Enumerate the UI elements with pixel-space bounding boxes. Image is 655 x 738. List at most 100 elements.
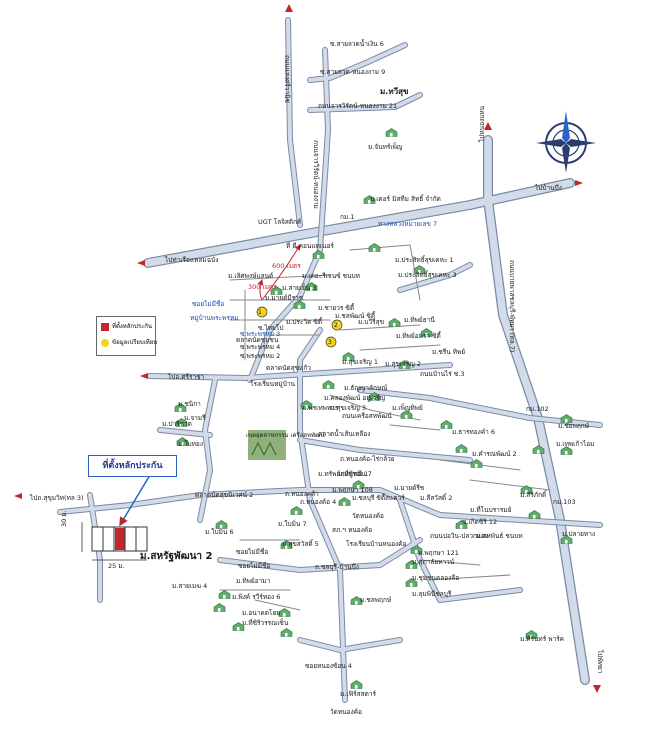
factory-label: เขตอุตสาหกรรม เครือสหพัฒน์ (246, 432, 325, 439)
numbered-points (256, 306, 343, 348)
place-label: ม.ใบมิ่น 6 (205, 528, 234, 536)
place-label: ม.มายด์รีช (394, 484, 425, 492)
road-label-sangsri: ถนนแสงศรีวานิช (283, 55, 291, 103)
soi-label: ซ.พระพรหม 4 (240, 343, 281, 351)
north-arrow-icon (536, 111, 596, 173)
temple-label: วัดหนองค้อ (330, 708, 362, 716)
house-icon (368, 392, 381, 401)
place-label: ม.พรเทพหาร (302, 404, 339, 412)
place-label: ม.เลิศพงษ์แลนด์ (228, 272, 274, 280)
soi-label: ซอยไม่มีชื่อ (238, 562, 271, 570)
place-label: ม.ใบมิ่น 7 (278, 520, 307, 528)
house-icon (400, 410, 413, 419)
house-icon (560, 535, 573, 544)
km103-label: กม.103 (553, 498, 576, 506)
soi-label: ซอยหนองซ้อน 4 (305, 662, 352, 670)
place-label: ม.สุขเจริญ 1 (342, 358, 379, 366)
house-icon (413, 265, 426, 274)
soi-label: ซอยไม่มีชื่อ (192, 300, 225, 308)
house-icon (300, 400, 313, 409)
place-label: ม.สุขเจริญ 3 (330, 404, 367, 412)
road-label-highway-7: ทางหลวงหมายเลข 7 (378, 220, 438, 228)
distance-lines (257, 244, 301, 301)
house-icon (342, 352, 355, 361)
place-label: ม.ปลายทาง (562, 530, 596, 538)
house-icon (470, 459, 483, 468)
place-label: ม.สายเย็น 3 (282, 284, 317, 292)
school-label: โรงเรียนหมู่บ้าน (250, 380, 295, 388)
house-icon (280, 540, 293, 549)
place-label: ม.เพ็ญทิพย์ (392, 404, 423, 412)
road-label-sai-1: ถนนบ้านไร่ ซ.3 (420, 370, 465, 378)
house-icon (174, 403, 187, 412)
place-label: ม.พฤกษา 108 (332, 486, 373, 494)
house-icon (322, 380, 335, 389)
house-icon (352, 480, 365, 489)
house-icon (290, 506, 303, 515)
market-label-2: ตลาดนัดชุมชน (236, 336, 279, 344)
road-network (57, 17, 603, 703)
house-icon (528, 510, 541, 519)
place-label: ม.ทิพย์ธานี (404, 316, 435, 324)
place-label: ม.ที่โนบรารมย์ (470, 506, 512, 514)
road-label-bypass: ถนนบายพาสชลบุรี-พัทยา (ทล.7) (508, 260, 516, 353)
place-label: ม.ธารทองคำ 6 (452, 428, 496, 436)
place-label: ม.ชลพัฒน์ ซิตี้ (335, 312, 376, 320)
place-label: ม.ชรีน ทิพย์ (432, 348, 466, 356)
place-label: ม.พิงค์ รวีร์ทอง 6 (232, 593, 281, 601)
point-label-1: 1 (258, 309, 262, 316)
place-label: ม.สิริภักดิ์ (520, 491, 547, 499)
place-label: ม.จามรี (184, 414, 206, 422)
subject-callout: ที่ตั้งหลักประกัน (88, 455, 177, 477)
house-icon (388, 318, 401, 327)
road-label-to-sriracha: ไปอ.ศรีราชา (168, 373, 205, 381)
soi-label: ซ.พระพรหม 3 (240, 330, 281, 338)
place-label: ม.ชลพฤกษ์ (360, 596, 392, 604)
soi-label: ตลาดนัดสุขแก้ว (266, 364, 311, 372)
house-icon (368, 243, 381, 252)
legend-red-swatch (101, 323, 109, 331)
place-label: ม.จันทร์เพ็ญ (368, 143, 403, 151)
place-label: ม.สุขเจริญ 2 (385, 360, 422, 368)
house-icon (420, 328, 433, 337)
place-label: ม.ที่ซิริวรรณเซ็น (242, 619, 289, 627)
place-label: ม.เทพเก้าไอม (556, 440, 595, 448)
house-icon (232, 622, 245, 631)
soi-label: ซ.พระพรหม 2 (240, 352, 281, 360)
house-icon (385, 128, 398, 137)
police-label: สภ.ฯ หนองค้อ (332, 526, 373, 534)
place-label: ม.พฤกษา 121 (418, 549, 459, 557)
legend-yellow-swatch (101, 339, 109, 347)
soi-label: ซ.เกิดซิริ 12 (462, 518, 498, 526)
km1-label: กม.1 (340, 213, 355, 221)
house-icon (405, 578, 418, 587)
place-label: ม.อนาคตโฮม (242, 609, 281, 617)
place-label: ม.ศุภาลัยทาวน์ (412, 558, 455, 566)
dimension-lines (81, 522, 147, 561)
house-icon (278, 608, 291, 617)
place-label: ม.ชัยพฤกษ์ (558, 422, 590, 430)
place-label: ม.ลีสวัสดิ์ 2 (420, 494, 453, 502)
place-label: ม.ปาริชาต (162, 420, 192, 428)
road-label-to-laemchabang: ไปท่าเรือแหลมฉบัง (165, 256, 219, 264)
subject-pointer-arrow (119, 474, 151, 527)
place-label: ม.ที่ซิทอิน 7 (338, 470, 372, 478)
road-label-rong-thuang: ถนนบ่อวิน-ปลวกแดง (430, 532, 489, 540)
soi-label: วัดหนองค้อ (352, 512, 384, 520)
house-icon (520, 485, 533, 494)
place-label: ม.ชายวร ซิตี้ (318, 304, 355, 312)
factory-icon (248, 430, 286, 460)
distance-30-left: 30 ม. (60, 510, 68, 527)
house-icon (398, 360, 411, 369)
road-label-nongkho: ถ.หนองค้อ-ไร่กล้วย (340, 455, 395, 463)
soi-label: ซ.ไทยโป (258, 324, 284, 332)
road-label-to-banbung: ไปบ้านบึง (535, 184, 562, 192)
place-label: ม.ทิพย์อามา (236, 577, 271, 585)
place-label: ม.ชนิกา (178, 400, 201, 408)
place-label: ม.สุขสวัสดิ์ 5 (282, 540, 319, 548)
map-legend: ที่ตั้งหลักประกัน ข้อมูลเปรียบเทียบ (96, 316, 157, 356)
place-label: ม.ทวีสุข (380, 87, 409, 96)
house-icon (560, 446, 573, 455)
house-icon (532, 445, 545, 454)
subject-label: ม.สหรัฐพัฒนา 2 (140, 551, 213, 562)
